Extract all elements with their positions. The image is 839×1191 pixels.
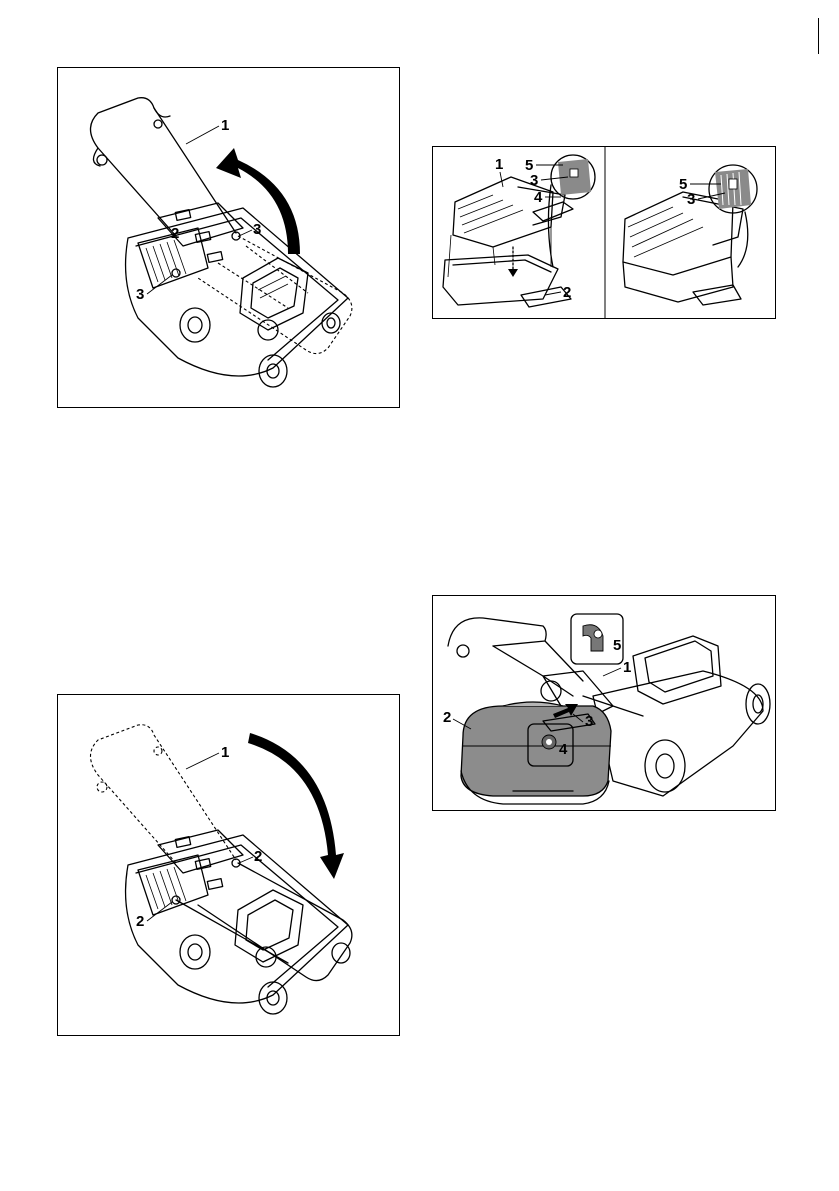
mower-handle-down-illustration: 1 2 2 [58, 695, 400, 1036]
wheel-rear-left [180, 308, 210, 342]
page-margin-mark [818, 18, 819, 54]
wheel-front-left [259, 355, 287, 387]
figure-grass-basket: 1 5 3 4 2 5 3 [432, 146, 776, 319]
callout-label: 4 [559, 741, 568, 758]
callout-label: 2 [171, 225, 179, 242]
callout-label: 2 [443, 709, 451, 726]
mower-handle-up-illustration: 1 2 3 3 [58, 68, 400, 408]
callout-label: 2 [563, 284, 571, 301]
rotate-up-arrow [216, 148, 300, 254]
figure-attach-basket: 5 1 2 3 4 [432, 595, 776, 811]
rotate-down-arrow [248, 733, 344, 879]
callout-label: 1 [221, 117, 229, 134]
callout-label: 3 [253, 221, 261, 238]
callout-label: 3 [530, 172, 538, 189]
callout-label: 2 [254, 848, 262, 865]
callout-label: 1 [623, 659, 631, 676]
callout-label: 3 [687, 191, 695, 208]
callout-label: 1 [495, 156, 503, 173]
grass-basket-assembly-illustration: 1 5 3 4 2 5 3 [433, 147, 776, 319]
callout-label: 1 [221, 744, 229, 761]
basket-attach-illustration: 5 1 2 3 4 [433, 596, 776, 811]
callout-label: 2 [136, 913, 144, 930]
callout-label: 3 [136, 286, 144, 303]
callout-label: 5 [613, 637, 621, 654]
callout-label: 3 [585, 713, 593, 730]
wheel-rear-right [322, 313, 340, 333]
figure-raise-handle: 1 2 3 3 [57, 67, 400, 408]
figure-lower-handle: 1 2 2 [57, 694, 400, 1036]
callout-label: 4 [534, 189, 543, 206]
